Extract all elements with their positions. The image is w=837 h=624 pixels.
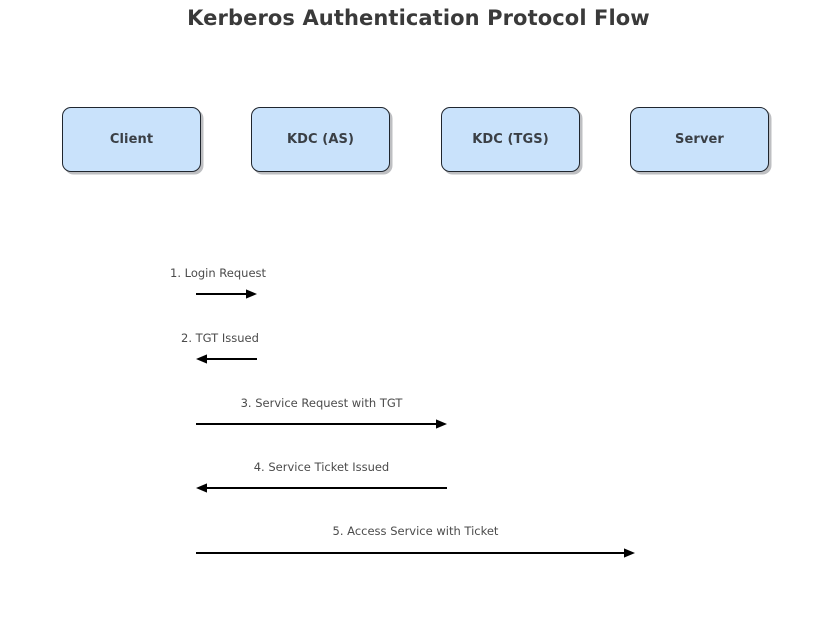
participant-box-kdc_as[interactable]: KDC (AS) (251, 107, 390, 172)
participant-label: KDC (AS) (286, 132, 355, 147)
participant-box-client[interactable]: Client (62, 107, 201, 172)
message-arrow-3 (196, 419, 447, 429)
participant-box-kdc_tgs[interactable]: KDC (TGS) (441, 107, 580, 172)
message-label-5: 5. Access Service with Ticket (332, 524, 499, 538)
message-arrow-4 (196, 483, 447, 493)
participant-label: Client (109, 132, 154, 147)
message-arrow-1 (196, 289, 257, 299)
message-arrow-5 (196, 548, 635, 558)
message-label-2: 2. TGT Issued (181, 331, 259, 345)
message-label-3: 3. Service Request with TGT (240, 396, 403, 410)
participant-label: KDC (TGS) (472, 132, 549, 147)
participant-box-server[interactable]: Server (630, 107, 769, 172)
message-label-1: 1. Login Request (170, 266, 267, 280)
participant-label: Server (675, 132, 724, 147)
page-title: Kerberos Authentication Protocol Flow (187, 6, 650, 30)
message-arrow-2 (196, 354, 257, 364)
message-label-4: 4. Service Ticket Issued (253, 460, 390, 474)
